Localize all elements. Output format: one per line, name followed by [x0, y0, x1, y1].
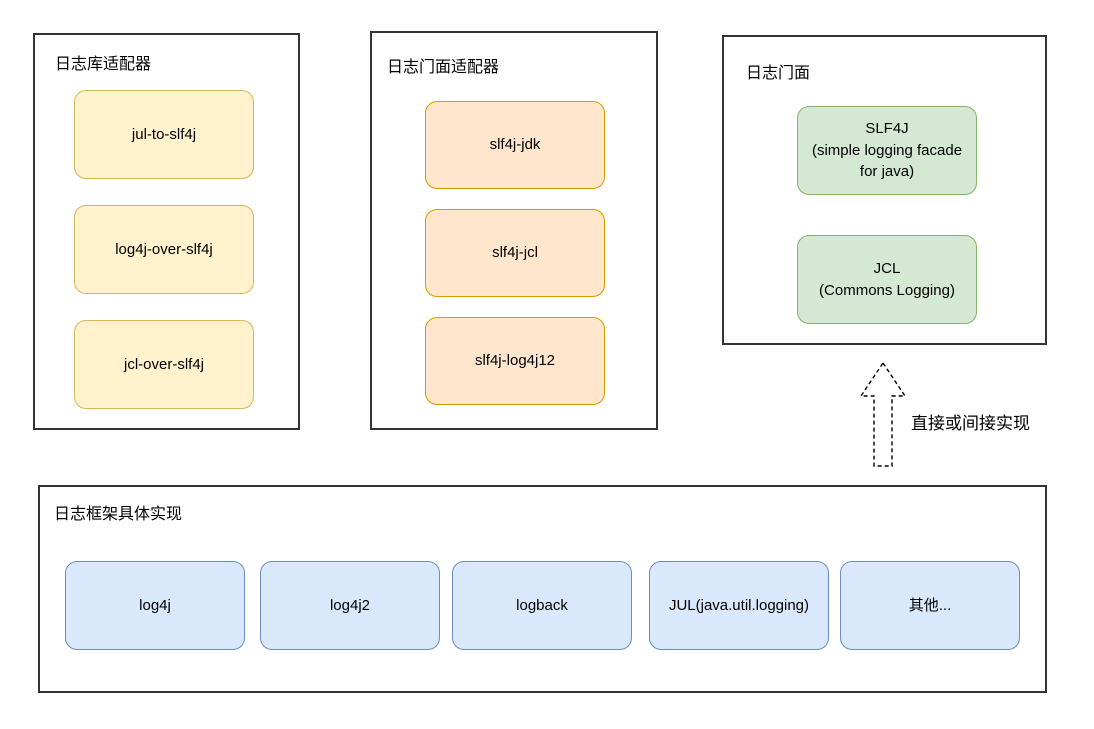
node-label: slf4j-jdk: [489, 136, 541, 154]
panel-lib-adapters: 日志库适配器 jul-to-slf4j log4j-over-slf4j jcl…: [33, 33, 300, 430]
node-label: SLF4J: [865, 119, 909, 137]
node-slf4j: SLF4J (simple logging facade for java): [797, 106, 977, 195]
node-label: slf4j-jcl: [492, 244, 538, 262]
node-label: jul-to-slf4j: [131, 125, 197, 143]
panel-facades: 日志门面 SLF4J (simple logging facade for ja…: [722, 35, 1047, 345]
panel-facade-adapters-title: 日志门面适配器: [387, 59, 500, 76]
node-sublabel: (Commons Logging): [819, 281, 955, 299]
node-label: 其他...: [908, 596, 952, 614]
node-jul: JUL(java.util.logging): [649, 561, 829, 650]
node-label: log4j: [139, 596, 171, 614]
node-sublabel: (simple logging facade for java): [811, 141, 963, 181]
node-jul-to-slf4j: jul-to-slf4j: [74, 90, 254, 179]
implements-up-arrow-icon: [859, 361, 907, 467]
node-label: log4j-over-slf4j: [115, 240, 213, 258]
node-slf4j-jcl: slf4j-jcl: [425, 209, 605, 297]
node-others: 其他...: [840, 561, 1020, 650]
arrow-label: 直接或间接实现: [911, 414, 1030, 433]
panel-implementations-title: 日志框架具体实现: [54, 506, 183, 523]
node-label: JCL: [873, 259, 901, 277]
node-slf4j-log4j12: slf4j-log4j12: [425, 317, 605, 405]
node-label: logback: [516, 596, 568, 614]
node-label: log4j2: [329, 596, 371, 614]
node-slf4j-jdk: slf4j-jdk: [425, 101, 605, 189]
panel-implementations: 日志框架具体实现 log4j log4j2 logback JUL(java.u…: [38, 485, 1047, 693]
panel-lib-adapters-title: 日志库适配器: [55, 56, 152, 73]
node-logback: logback: [452, 561, 632, 650]
node-jcl-over-slf4j: jcl-over-slf4j: [74, 320, 254, 409]
node-log4j: log4j: [65, 561, 245, 650]
panel-facade-adapters: 日志门面适配器 slf4j-jdk slf4j-jcl slf4j-log4j1…: [370, 31, 658, 430]
node-log4j-over-slf4j: log4j-over-slf4j: [74, 205, 254, 294]
node-label: JUL(java.util.logging): [668, 596, 810, 614]
node-label: jcl-over-slf4j: [123, 355, 204, 373]
node-jcl: JCL (Commons Logging): [797, 235, 977, 324]
panel-facades-title: 日志门面: [746, 65, 811, 82]
node-label: slf4j-log4j12: [474, 352, 556, 370]
node-log4j2: log4j2: [260, 561, 440, 650]
